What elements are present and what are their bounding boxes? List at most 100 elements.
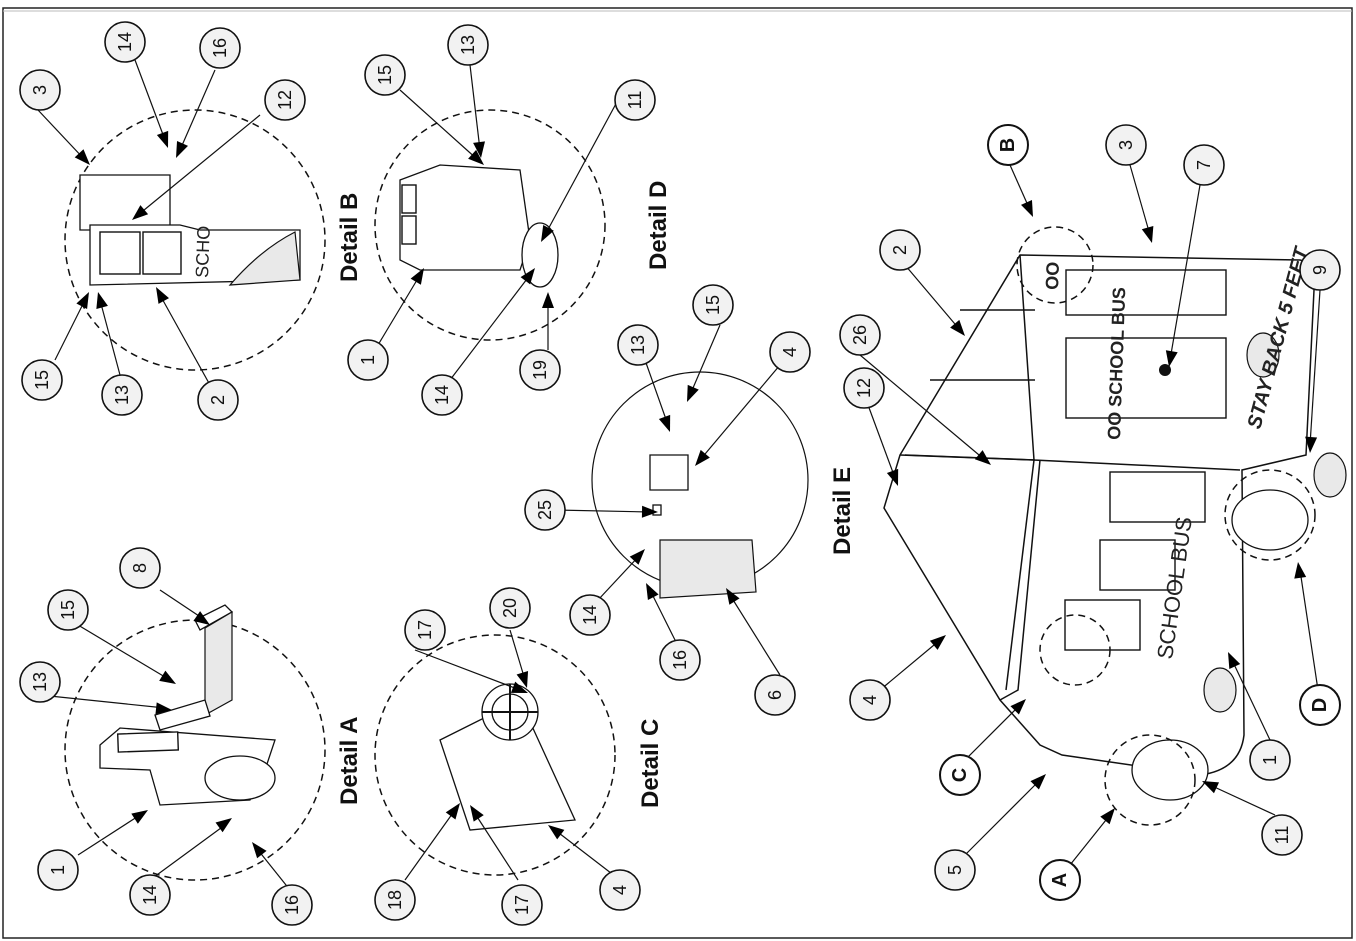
balloon-number: 11 (625, 91, 645, 110)
balloon-number: 17 (415, 620, 435, 640)
spring-rear (1203, 667, 1237, 713)
detail-a-label: Detail A (336, 717, 363, 805)
balloon-circle (1183, 144, 1225, 186)
balloon-number: 16 (670, 650, 690, 670)
balloon-circle (501, 884, 543, 926)
callout-balloon-b-1: 14 (104, 21, 146, 63)
balloon-number: 15 (375, 65, 395, 85)
detail-b-boundary (64, 109, 326, 371)
leaders (37, 59, 1321, 891)
balloon-circle (271, 884, 313, 926)
balloon-number: 3 (30, 85, 50, 95)
balloon-number: 14 (115, 32, 135, 52)
callout-balloon-c-4: 4 (599, 869, 641, 911)
balloon-circle (21, 359, 63, 401)
balloon-number: 19 (530, 360, 550, 380)
balloon-number: 2 (890, 245, 910, 255)
balloon-number: 13 (458, 35, 478, 55)
balloon-number: B (997, 138, 1019, 152)
detail-c-boundary (374, 634, 616, 876)
balloon-circle (264, 79, 306, 121)
callout-balloon-d-1: 13 (447, 24, 489, 66)
callout-balloon-c-3: 17 (501, 884, 543, 926)
callout-balloon-main-9: 11 (1261, 814, 1303, 856)
balloon-circle (1299, 684, 1341, 726)
callout-balloon-main-12: C (939, 754, 981, 796)
balloon-circle (199, 27, 241, 69)
callout-balloon-main-3: 2 (879, 229, 921, 271)
balloon-circle (843, 367, 885, 409)
balloon-circle (1039, 859, 1081, 901)
balloon-circle (524, 489, 566, 531)
callout-balloon-a-1: 14 (129, 874, 171, 916)
callout-balloon-b-0: 3 (19, 69, 61, 111)
balloon-number: A (1049, 873, 1071, 887)
callout-balloon-main-4: 26 (839, 314, 881, 356)
callout-balloon-main-5: 12 (843, 367, 885, 409)
detail-b: SCHO Detail B (64, 109, 363, 371)
balloon-circle (617, 324, 659, 366)
callout-balloon-main-10: A (1039, 859, 1081, 901)
balloon-number: 18 (385, 890, 405, 910)
callout-balloon-b-6: 2 (197, 379, 239, 421)
callout-balloon-d-0: 15 (364, 54, 406, 96)
callout-balloon-a-0: 1 (37, 849, 79, 891)
balloon-number: 13 (30, 672, 50, 692)
detail-e-part (649, 454, 757, 599)
callout-balloon-a-2: 16 (271, 884, 313, 926)
detail-d-part (399, 164, 559, 288)
balloon-circle (692, 284, 734, 326)
balloon-number: 9 (1310, 265, 1330, 275)
balloon-circle (119, 547, 161, 589)
callout-circle-c (1039, 614, 1111, 686)
callout-balloon-d-3: 1 (347, 339, 389, 381)
balloon-circle (614, 79, 656, 121)
callout-balloon-e-5: 16 (659, 639, 701, 681)
wheel-front (1231, 489, 1309, 551)
callout-circle-a (1104, 734, 1196, 826)
callout-balloon-b-2: 16 (199, 27, 241, 69)
balloon-circle (754, 674, 796, 716)
side-window-1 (1109, 471, 1206, 523)
spring-front (1313, 452, 1347, 498)
balloon-circle (197, 379, 239, 421)
callout-balloon-main-6: 9 (1299, 249, 1341, 291)
balloon-number: 15 (58, 600, 78, 620)
callout-balloon-c-1: 20 (489, 587, 531, 629)
balloon-circle (421, 374, 463, 416)
balloon-number: 8 (130, 563, 150, 573)
balloon-number: 2 (208, 395, 228, 405)
balloon-circle (19, 69, 61, 111)
callout-balloon-a-3: 13 (19, 661, 61, 703)
callout-balloon-a-5: 8 (119, 547, 161, 589)
balloon-circle (1299, 249, 1341, 291)
balloon-circle (1105, 124, 1147, 166)
callout-balloon-d-4: 14 (421, 374, 463, 416)
side-window-2 (1099, 539, 1176, 591)
callout-balloon-e-2: 4 (769, 331, 811, 373)
balloon-number: 6 (765, 690, 785, 700)
detail-a: Detail A (64, 604, 363, 881)
balloon-number: 20 (500, 598, 520, 618)
balloon-number: 4 (860, 695, 880, 705)
callout-balloon-e-0: 13 (617, 324, 659, 366)
detail-c: Detail C (374, 634, 664, 876)
balloon-number: C (949, 768, 971, 782)
callout-balloon-main-0: B (987, 124, 1029, 166)
balloon-circle (849, 679, 891, 721)
balloon-number: 7 (1194, 160, 1214, 170)
callout-balloon-c-2: 18 (374, 879, 416, 921)
callout-balloon-b-3: 12 (264, 79, 306, 121)
balloon-circle (839, 314, 881, 356)
balloon-number: 16 (210, 38, 230, 58)
callout-balloon-main-1: 3 (1105, 124, 1147, 166)
callout-balloon-a-4: 15 (47, 589, 89, 631)
balloon-number: 13 (112, 385, 132, 405)
detail-c-label: Detail C (637, 719, 664, 808)
detail-d: Detail D (374, 109, 672, 341)
balloon-circle (939, 754, 981, 796)
callout-balloon-d-2: 11 (614, 79, 656, 121)
callout-balloon-e-1: 15 (692, 284, 734, 326)
balloon-circle (1249, 739, 1291, 781)
balloon-circle (489, 587, 531, 629)
